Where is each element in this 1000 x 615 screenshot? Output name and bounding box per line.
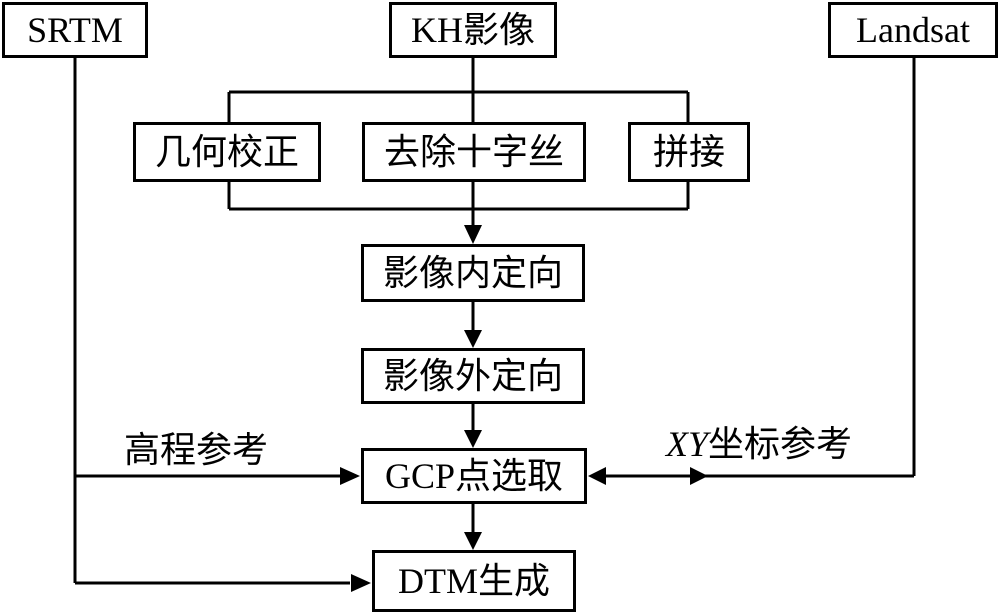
remove-crosshair-node: 去除十字丝 — [362, 122, 586, 182]
arrowhead-dtm-left — [351, 574, 371, 592]
xy-reference-label: XY坐标参考 — [666, 426, 852, 462]
gcp-selection-node: GCP点选取 — [361, 448, 587, 504]
elevation-reference-label: 高程参考 — [124, 430, 269, 470]
arrowhead-interior — [464, 225, 482, 244]
arrowhead-dtm — [464, 532, 482, 550]
arrowhead-exterior — [464, 330, 482, 348]
arrowhead-gcp-left — [340, 467, 360, 485]
kh-image-node: KH影像 — [389, 2, 557, 58]
xy-italic-text: XY — [666, 424, 709, 464]
xy-reference-text: 坐标参考 — [708, 424, 853, 464]
mosaic-node: 拼接 — [628, 122, 750, 182]
arrowhead-gcp-right-in — [588, 467, 606, 485]
exterior-orientation-node: 影像外定向 — [361, 348, 585, 404]
dtm-generation-node: DTM生成 — [372, 550, 576, 612]
arrowhead-gcp — [464, 430, 482, 448]
landsat-node: Landsat — [828, 2, 998, 58]
srtm-node: SRTM — [2, 2, 148, 58]
interior-orientation-node: 影像内定向 — [361, 244, 585, 302]
geometric-correction-node: 几何校正 — [133, 122, 321, 182]
